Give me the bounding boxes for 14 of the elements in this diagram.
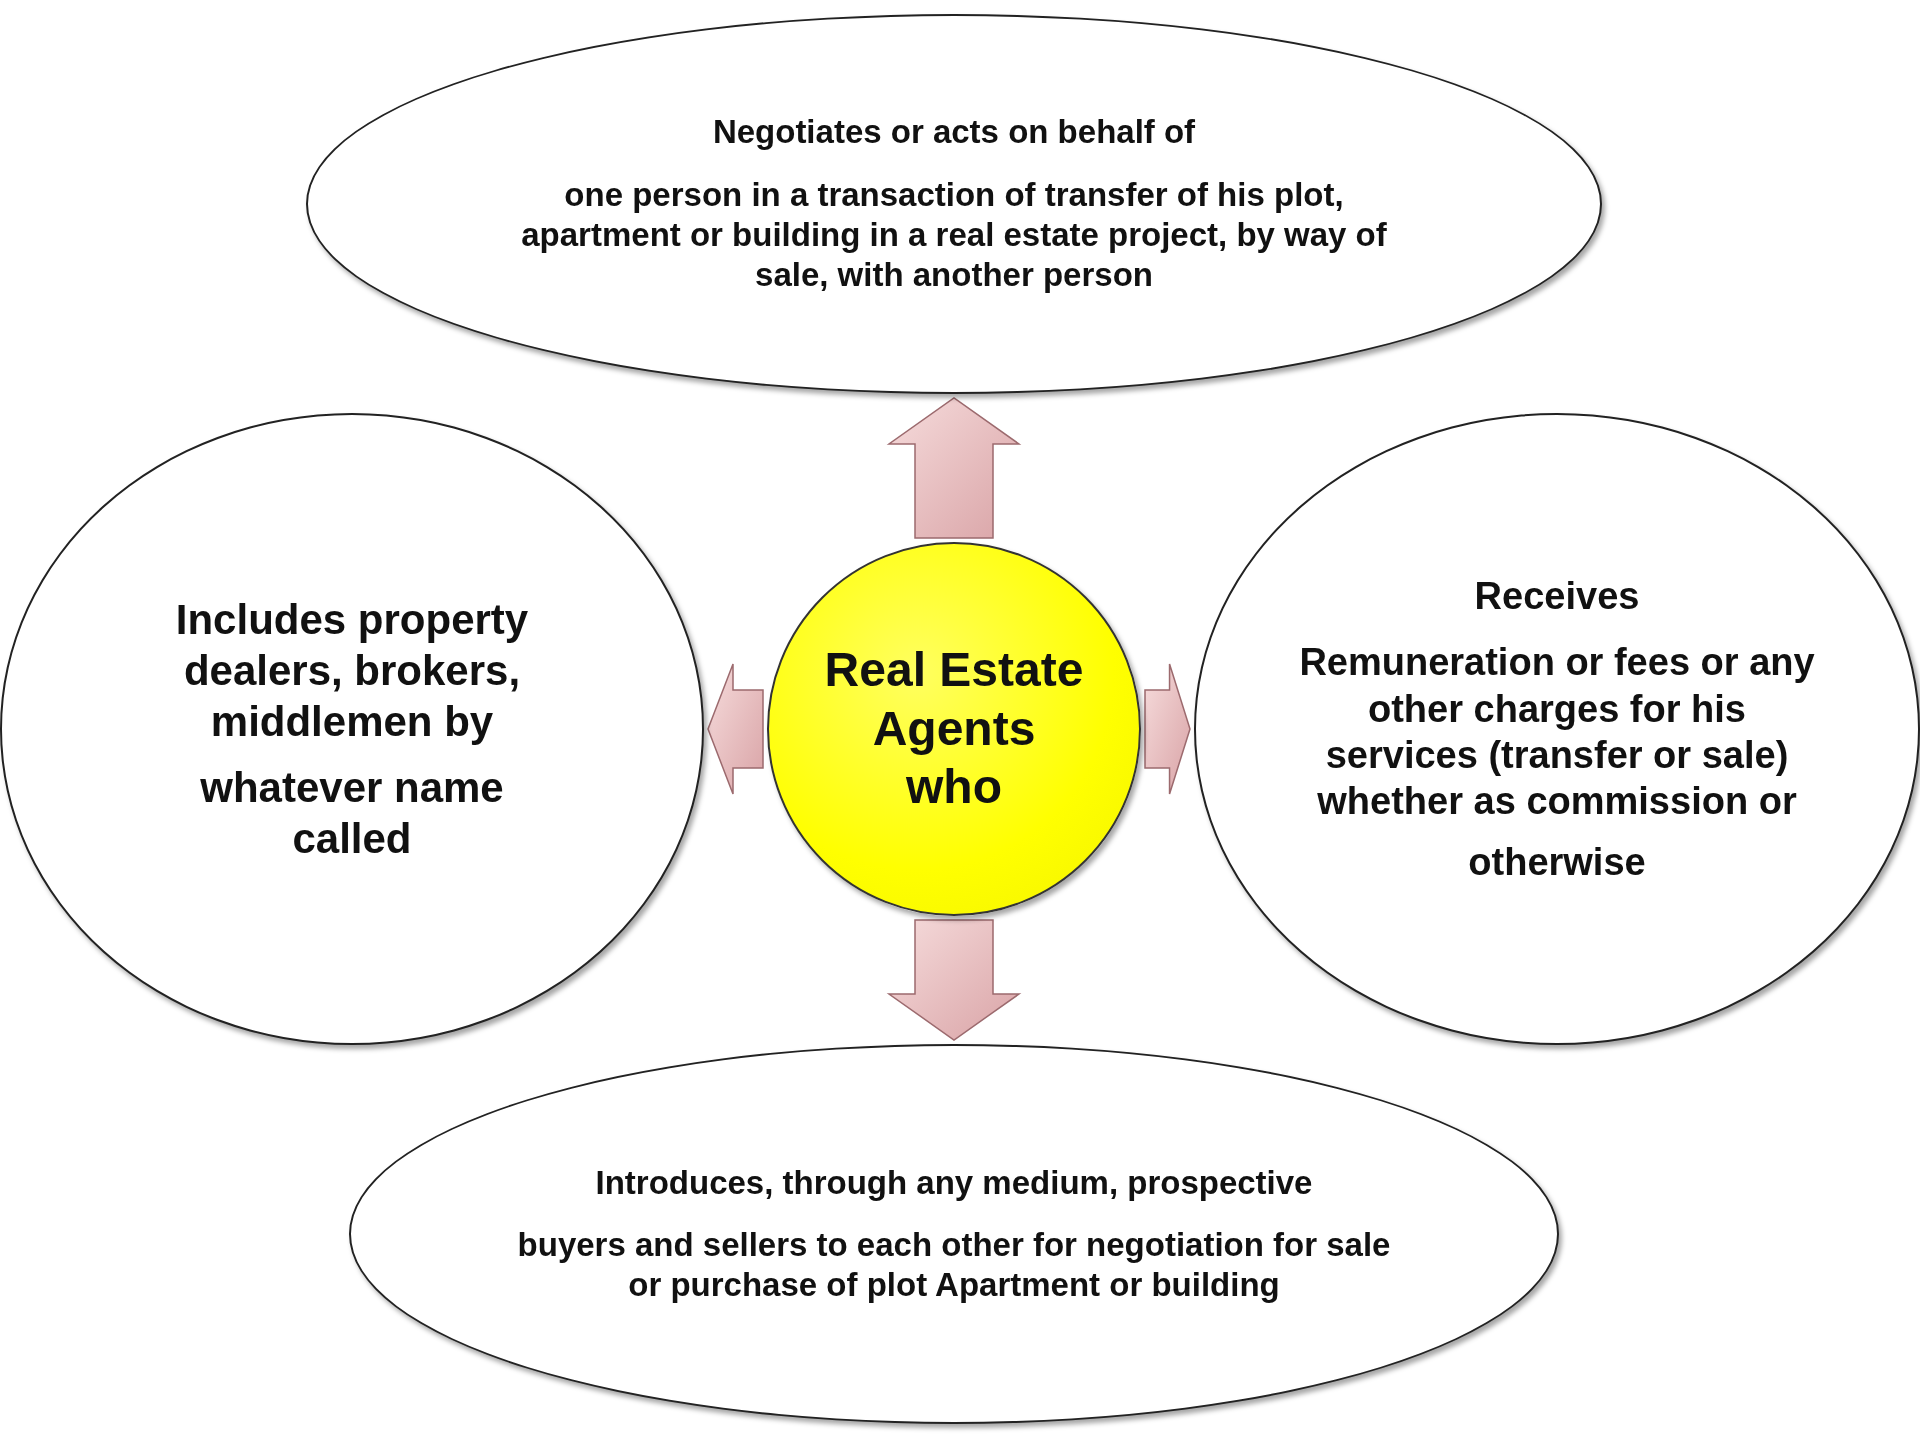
node-text: Introduces, through any medium, prospective bbox=[594, 1162, 1314, 1203]
node-text: Remuneration or fees or any other charges for his services (transfer or sale) whether as commission or bbox=[1298, 640, 1816, 825]
node-text: Receives bbox=[1473, 573, 1641, 619]
block-arrow bbox=[886, 919, 1022, 1041]
center-title: Real Estate Agents who bbox=[824, 642, 1084, 816]
node-text: one person in a transaction of transfer of his plot, apartment or building in a real estate project, by way of sale, with another person bbox=[520, 174, 1388, 296]
node-text: Negotiates or acts on behalf of bbox=[711, 112, 1197, 153]
block-arrow bbox=[1144, 663, 1191, 795]
node-text: whatever name called bbox=[199, 762, 505, 864]
node-text: buyers and sellers to each other for negotiation for sale or purchase of plot Apartment or building bbox=[516, 1224, 1392, 1306]
node-text: otherwise bbox=[1467, 839, 1647, 885]
block-arrow bbox=[707, 663, 764, 795]
block-arrow bbox=[886, 397, 1022, 539]
node-text: Includes property dealers, brokers, middlemen by bbox=[174, 594, 530, 748]
